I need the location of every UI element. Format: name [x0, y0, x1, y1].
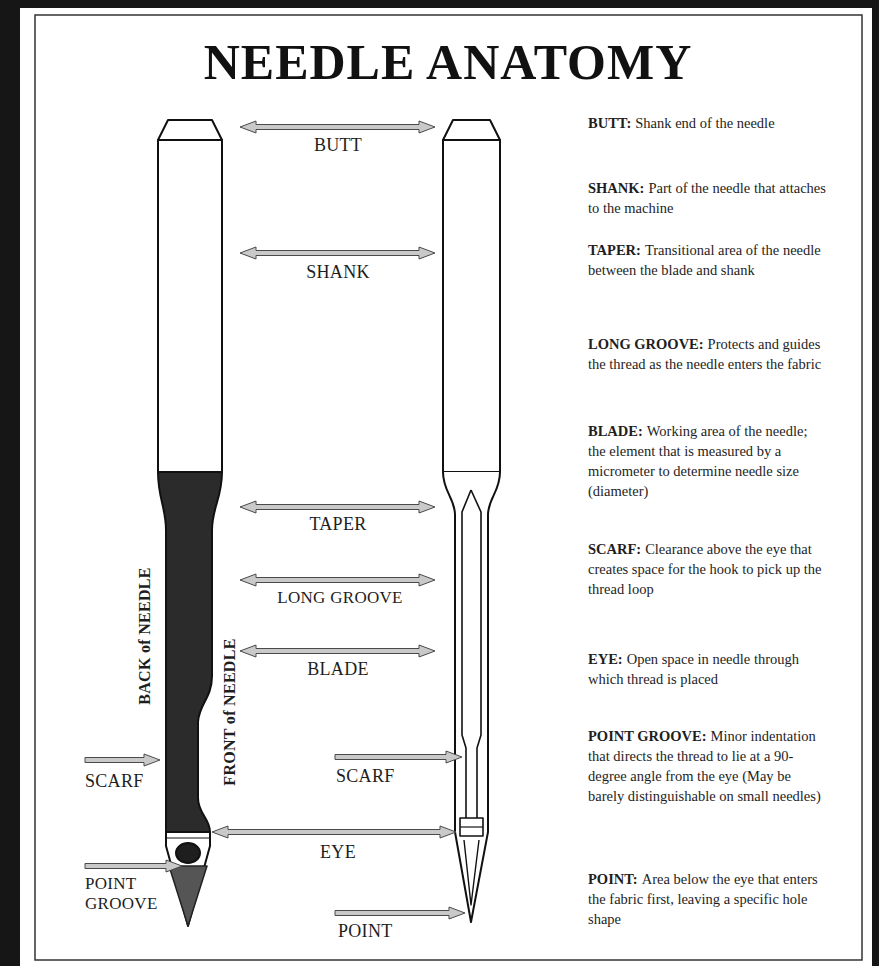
definition-entry: SCARF:Clearance above the eye that creat… — [588, 539, 826, 599]
definition-term: SCARF: — [588, 541, 641, 557]
definition-entry: BLADE:Working area of the needle; the el… — [588, 421, 826, 501]
needle-eye — [460, 818, 483, 836]
needle-blade-outline — [443, 472, 500, 922]
side-label: FRONT of NEEDLE — [220, 638, 240, 785]
part-label: BUTT — [314, 135, 362, 155]
part-label: POINT — [338, 921, 393, 941]
needle-tip-outline — [166, 832, 210, 926]
part-label: SCARF — [336, 766, 395, 786]
pointer-arrow — [240, 247, 435, 259]
needle-point — [169, 866, 207, 926]
needle-eye — [176, 843, 200, 863]
part-label: SHANK — [306, 262, 370, 282]
frame-border — [35, 15, 862, 960]
front-needle — [443, 120, 500, 922]
definition-text: Shank end of the needle — [635, 115, 774, 131]
part-label: SCARF — [85, 771, 144, 791]
needle-butt — [443, 120, 500, 140]
part-label: TAPER — [309, 514, 366, 534]
side-label: BACK of NEEDLE — [135, 567, 155, 705]
needle-blade — [158, 472, 222, 832]
definition-term: BLADE: — [588, 423, 643, 439]
part-label: LONG GROOVE — [277, 588, 403, 608]
pointer-arrow — [335, 751, 462, 763]
definition-term: SHANK: — [588, 180, 644, 196]
definition-term: TAPER: — [588, 242, 641, 258]
pointer-arrow — [240, 501, 435, 513]
definition-entry: BUTT:Shank end of the needle — [588, 113, 826, 133]
pointer-arrow — [85, 860, 182, 872]
eye-edge — [166, 838, 210, 839]
pointer-arrow — [85, 754, 160, 766]
definition-entry: TAPER:Transitional area of the needle be… — [588, 240, 826, 280]
needle-shank — [443, 140, 500, 472]
diagram-title: NEEDLE ANATOMY — [204, 34, 693, 90]
part-label: EYE — [320, 842, 356, 862]
side-needle — [158, 120, 222, 926]
definition-term: POINT: — [588, 871, 638, 887]
pointer-arrow — [240, 574, 435, 586]
eye-line — [460, 826, 483, 827]
long-groove — [462, 490, 481, 818]
point-groove — [464, 840, 479, 905]
needle-shank — [158, 140, 222, 472]
pointer-arrow — [212, 826, 456, 838]
definition-entry: POINT:Area below the eye that enters the… — [588, 869, 826, 929]
definition-term: POINT GROOVE: — [588, 728, 707, 744]
part-label: POINT GROOVE — [85, 874, 165, 914]
definition-entry: EYE:Open space in needle through which t… — [588, 649, 826, 689]
definition-term: EYE: — [588, 651, 623, 667]
definition-entry: POINT GROOVE:Minor indentation that dire… — [588, 726, 826, 806]
pointer-arrow — [240, 121, 435, 133]
definition-term: LONG GROOVE: — [588, 336, 704, 352]
definition-entry: SHANK:Part of the needle that attaches t… — [588, 178, 826, 218]
needle-butt — [158, 120, 222, 140]
pointer-arrow — [240, 645, 435, 657]
definition-entry: LONG GROOVE:Protects and guides the thre… — [588, 334, 826, 374]
definition-term: BUTT: — [588, 115, 631, 131]
arrow-group — [85, 121, 465, 919]
part-label: BLADE — [307, 659, 369, 679]
pointer-arrow — [335, 907, 465, 919]
